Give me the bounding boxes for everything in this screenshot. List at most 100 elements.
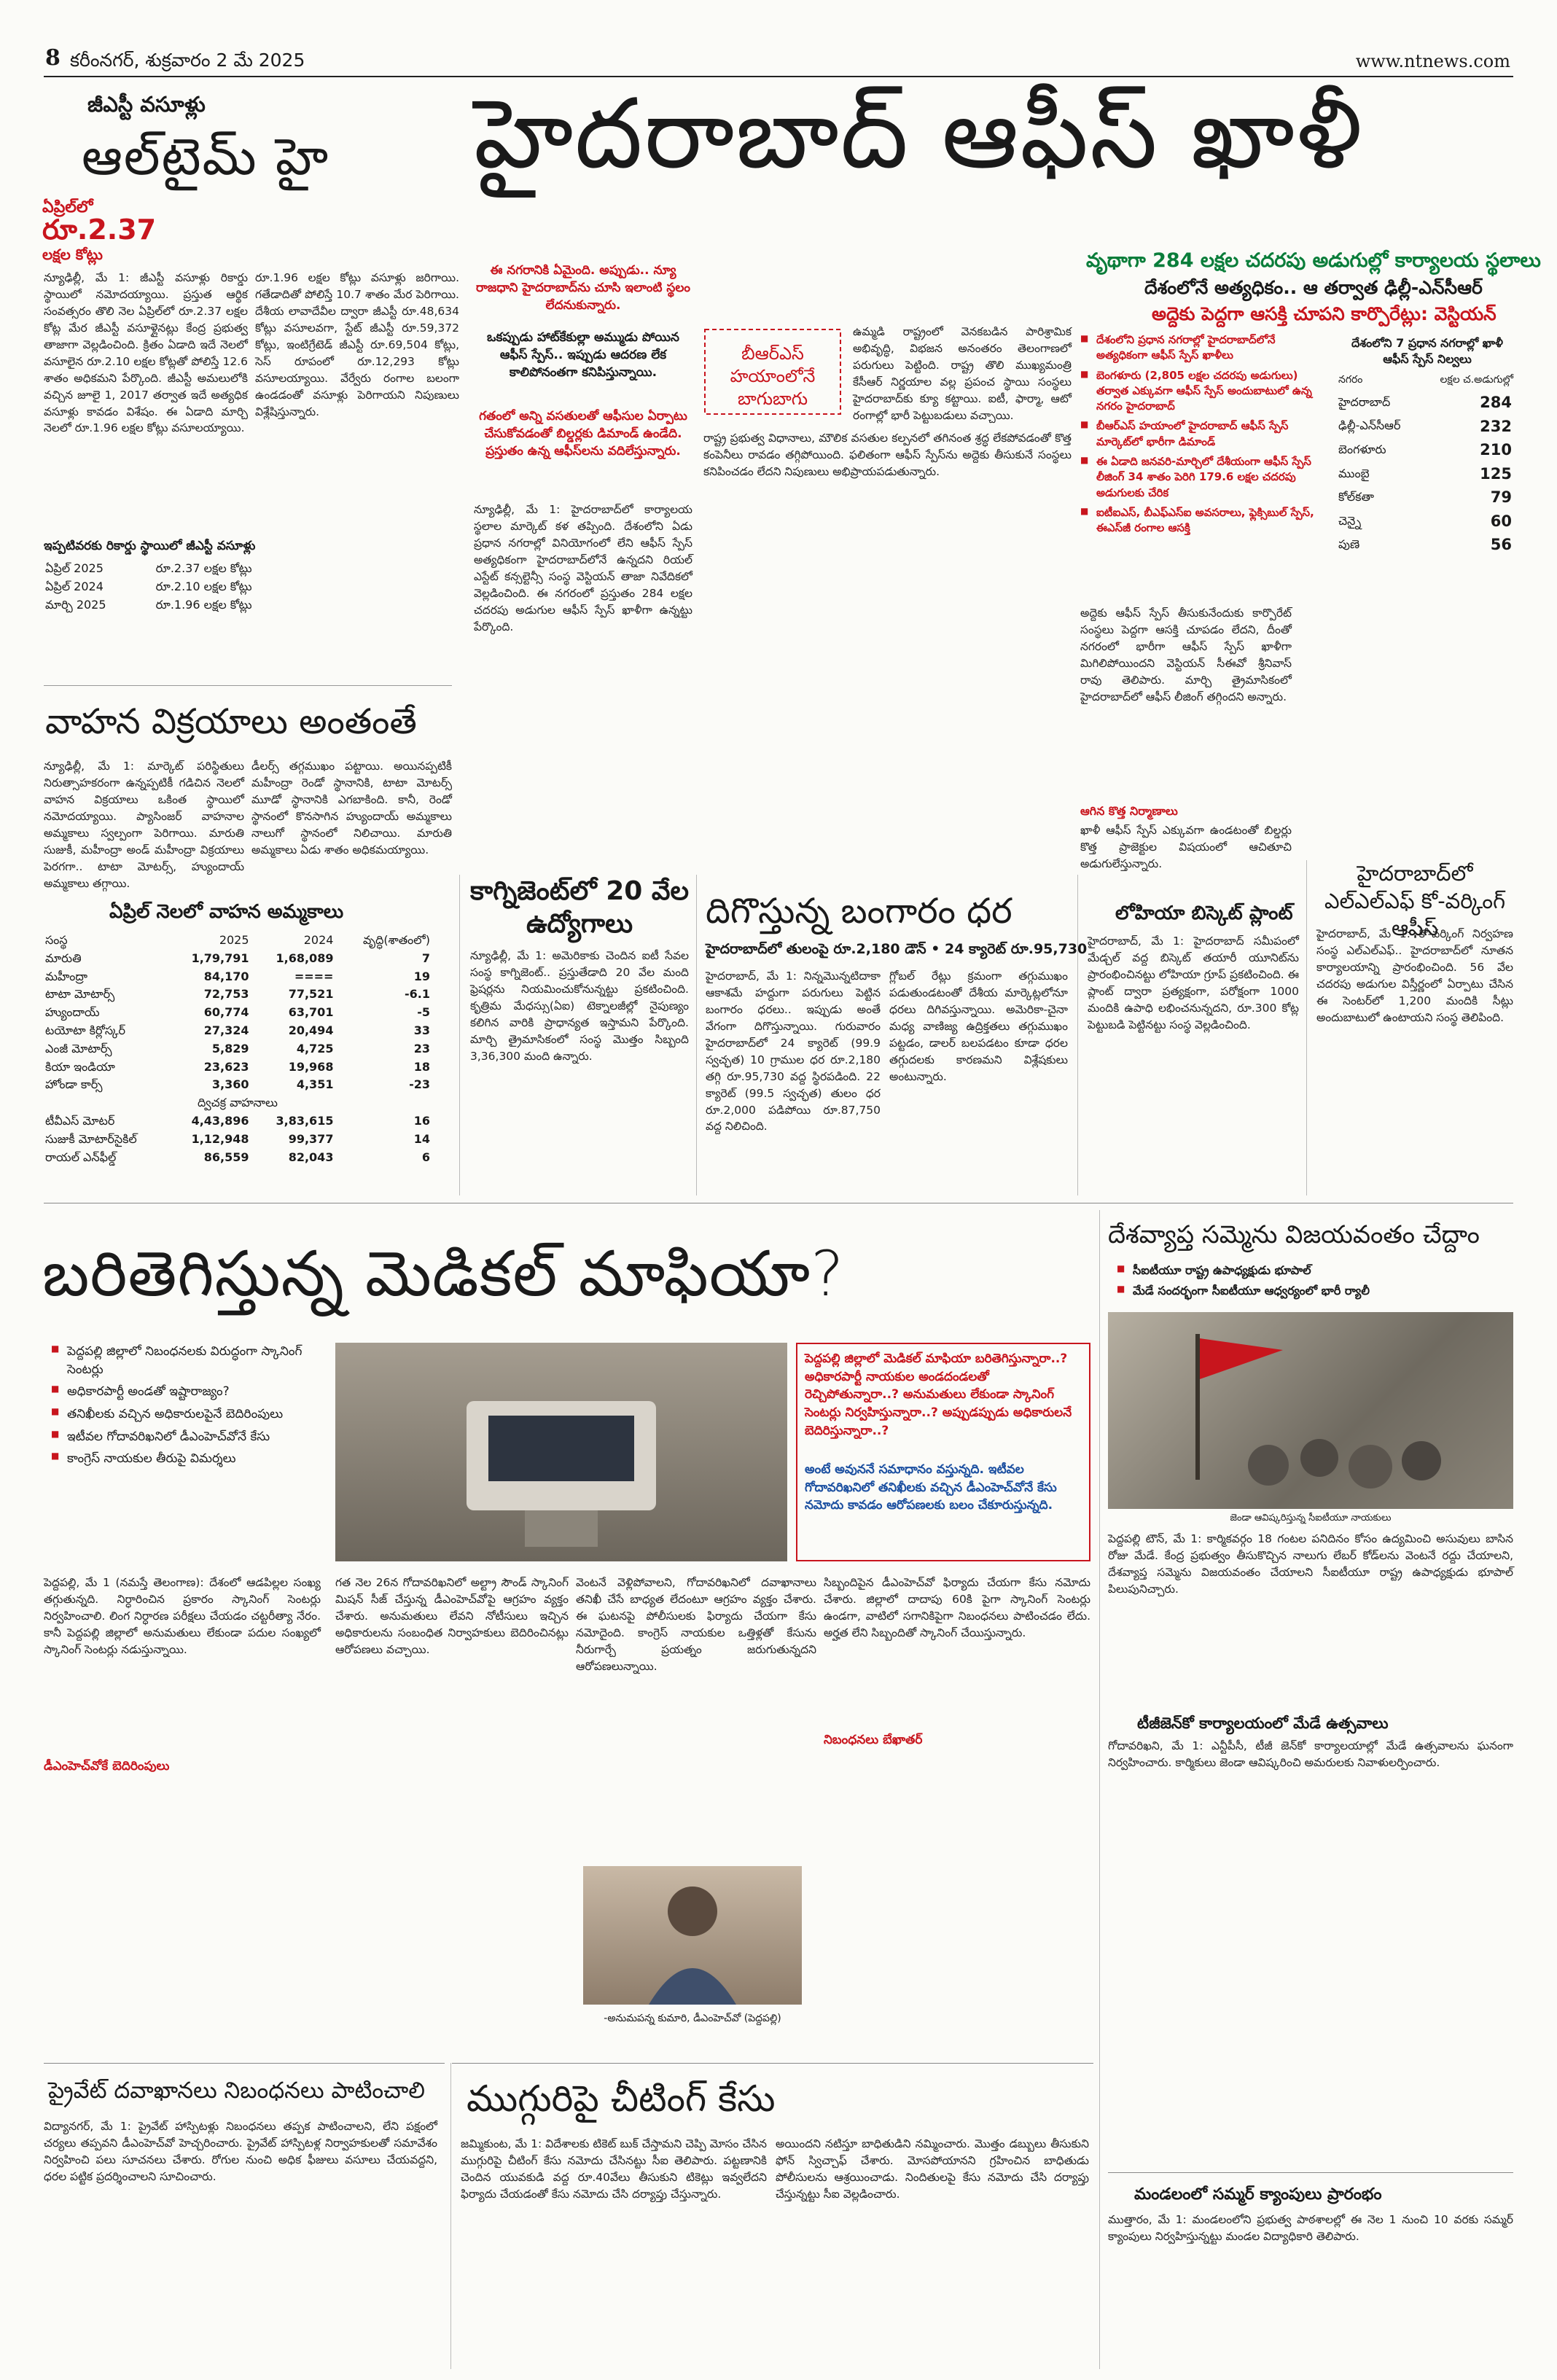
cell: 18 [413,1059,430,1074]
table-row: మహీంద్రా84,170====19 [41,968,434,986]
column-rule [450,2063,451,2369]
byline-photo [583,1866,802,2005]
lf-body: హైదరాబాద్‌, మే 1: కో-వర్కింగ్‌ నిర్వహణ స… [1316,927,1513,1024]
cell: 3,360 [211,1077,249,1092]
list-item: దేశంలోని ప్రధాన నగరాల్లో హైదరాబాద్‌లోనే … [1080,332,1321,364]
medical-body-1: పెద్దపల్లి, మే 1 (నమస్తే తెలంగాణ): దేశంల… [44,1576,321,1656]
city-name: పుణె [1338,537,1360,552]
office-subdeck: వృథాగా 284 లక్షల చదరపు అడుగుల్లో కార్యాల… [1086,249,1541,272]
office-headline: హైదరాబాద్‌ ఆఫీస్‌ ఖాళీ [474,78,1364,190]
gst-amount: రూ.2.37 [42,214,157,246]
column-rule [696,875,697,1195]
cell: ==== [294,969,334,983]
city-table: హైదరాబాద్‌284 ఢిల్లీ-ఎన్‌సీఆర్‌232 బెంగళ… [1334,391,1516,557]
strike-photo [1108,1312,1513,1509]
site-url[interactable]: www.ntnews.com [1355,51,1510,71]
gold-body-2: గ్లోబల్‌ రేట్లు క్రమంగా తగ్గుముఖం పడుతుం… [889,969,1068,1083]
city-name: ఢిల్లీ-ఎన్‌సీఆర్‌ [1338,418,1401,433]
cell: మారుతి [45,951,82,965]
medical-body-3: వెంటనే వెళ్లిపోవాలని, గోదావరిఖనిలో దవాఖా… [576,1576,816,1673]
table-header-row: సంస్థ 2025 2024 వృద్ధి(శాతంలో) [41,932,434,950]
medical-bullets: పెద్దపల్లి జిల్లాలో నిబంధనలకు విరుద్ధంగా… [51,1343,328,1472]
cell: 7 [421,951,430,965]
cell: కియా ఇండియా [45,1059,115,1074]
office-body-2: ఉమ్మడి రాష్ట్రంలో వెనకబడిన పారిశ్రామిక అ… [853,325,1072,422]
medical-sub2: నిబంధనలు బేఖాతర్‌ [824,1733,923,1747]
two-wheeler-title: ద్విచక్ర వాహనాలు [198,1096,278,1110]
cell: 84,170 [203,969,249,983]
cell: 16 [413,1113,430,1128]
cell: 19,968 [288,1059,334,1074]
cell: టాటా మోటార్స్‌ [45,987,115,1002]
cell: సుజుకీ మోటార్‌సైకిల్‌ [45,1131,137,1146]
medical-body-2: గత నెల 26న గోదావరిఖనిలో అల్ట్రా సౌండ్‌ స… [335,1576,569,1656]
office-mini-body: ఖాళీ ఆఫీస్‌ స్పేస్‌ ఎక్కువగా ఉండటంతో బిల… [1080,824,1292,870]
cell: 72,753 [203,987,249,1002]
lohia-headline: లోహియా బిస్కెట్‌ ప్లాంట్‌ [1115,902,1293,924]
cell: 77,521 [288,987,334,1002]
scan-machine-icon [467,1401,656,1547]
record-month: మార్చి 2025 [45,597,106,612]
cell: టీవీఎస్‌ మోటర్‌ [45,1113,115,1128]
section-rule [452,2063,1093,2064]
list-item: ఈ ఏడాది జనవరి-మార్చిలో దేశీయంగా ఆఫీస్‌ స… [1080,454,1321,501]
cell: 5,829 [211,1041,249,1056]
cell: 33 [413,1023,430,1037]
list-item: ఐటీఐఎస్‌, బీఎఫ్‌ఎస్‌ఐ అవసరాలు, ఫ్లెక్సిబ… [1080,505,1321,537]
strike-caption: జెండా ఆవిష్కరిస్తున్న సీఐటీయూ నాయకులు [1230,1513,1392,1523]
city-table-title: దేశంలోని 7 ప్రధాన నగరాల్లో ఖాళీ ఆఫీస్‌ స… [1351,336,1503,366]
list-item: మేడే సందర్భంగా సీఐటీయూ ఆధ్వర్యంలో భారీ ర… [1117,1283,1496,1299]
brs-box: బీఆర్‌ఎస్‌ హయాంలోనే బాగుబాగు [703,328,842,415]
vehicles-table: సంస్థ 2025 2024 వృద్ధి(శాతంలో) మారుతి 1,7… [41,932,434,1166]
column-rule [1099,1210,1100,2369]
office-body-3: రాష్ట్ర ప్రభుత్వ విధానాలు, మౌలిక వసతుల క… [703,432,1072,478]
gst-side-label: ఏప్రిల్‌లో [42,198,93,216]
list-item: బీఆర్‌ఎస్‌ హయాంలో హైదరాబాద్‌ ఆఫీస్‌ స్పే… [1080,418,1321,450]
cell: 4,43,896 [191,1113,249,1128]
gold-body: హైదరాబాద్‌, మే 1: నిన్నమొన్నటిదాకా ఆకాశమ… [706,969,881,1134]
cheating-body-2: అయిందని నటిస్తూ బాధితుడిని నమ్మించారు. మ… [776,2137,1089,2201]
vehicles-body-2: డీలర్స్‌ తగ్గముఖం పట్టాయి. అయినప్పటికీ మ… [251,760,452,857]
column-rule [1306,860,1307,1195]
city-name: కోల్‌కతా [1338,490,1374,504]
cell: 60,774 [203,1005,249,1020]
column-rule [459,875,460,1195]
col-header: 2025 [219,933,249,947]
cell: 3,83,615 [276,1113,334,1128]
cell: 1,79,791 [191,951,249,965]
medical-sub1: డీఎంహెచ్‌వోకే బెదిరింపులు [44,1759,170,1774]
list-item: పెద్దపల్లి జిల్లాలో నిబంధనలకు విరుద్ధంగా… [51,1343,328,1378]
dateline: కరీంనగర్‌, శుక్రవారం 2 మే 2025 [70,50,305,71]
table-subheader-row: ద్విచక్ర వాహనాలు [41,1094,434,1112]
strike-body: పెద్దపల్లి టౌన్‌, మే 1: కార్మికవర్గం 18 … [1108,1532,1513,1596]
city-value: 232 [1480,417,1512,435]
city-value: 284 [1480,394,1512,411]
flag-icon [1195,1334,1441,1489]
vehicles-headline: వాహన విక్రయాలు అంతంతే [45,701,417,742]
cell: 1,68,089 [276,951,334,965]
gst-body: న్యూఢిల్లీ, మే 1: జీఎస్టీ వసూళ్లు రికార్… [44,271,248,435]
strike-headline: దేశవ్యాప్త సమ్మెను విజయవంతం చేద్దాం [1108,1220,1480,1249]
table-row: కోల్‌కతా79 [1334,485,1516,510]
office-mini-head: ఆగిన కొత్త నిర్మాణాలు [1080,804,1178,818]
strike-sub2: మండలంలో సమ్మర్‌ క్యాంపులు ప్రారంభం [1134,2185,1382,2204]
vehicles-rule [44,685,452,686]
vehicles-table-title: ఏప్రిల్‌ నెలలో వాహన అమ్మకాలు [109,901,344,923]
medical-callout-box: పెద్దపల్లి జిల్లాలో మెడికల్‌ మాఫియా బరిత… [796,1343,1090,1561]
gst-body-2: రూ.1.96 లక్షల కోట్లు వసూళ్లు జరిగాయి. గత… [255,271,459,418]
office-body-4: అద్దెకు ఆఫీస్‌ స్పేస్‌ తీసుకునేందుకు కార… [1080,606,1292,703]
medical-headline: బరితెగిస్తున్న మెడికల్‌ మాఫియా? [42,1238,845,1311]
list-item: ఇటీవల గోదావరిఖనిలో డీఎంహెచ్‌వోనే కేసు [51,1428,328,1446]
table-row: మారుతి 1,79,791 1,68,089 7 [41,950,434,968]
city-name: ముంబై [1338,466,1370,480]
page-number: 8 [45,45,61,71]
cell: ఎంజీ మోటార్స్‌ [45,1041,112,1056]
gst-unit: లక్షల కోట్లు [42,246,103,263]
lohia-body: హైదరాబాద్‌, మే 1: హైదరాబాద్‌ సమీపంలో మేడ… [1088,935,1299,1031]
